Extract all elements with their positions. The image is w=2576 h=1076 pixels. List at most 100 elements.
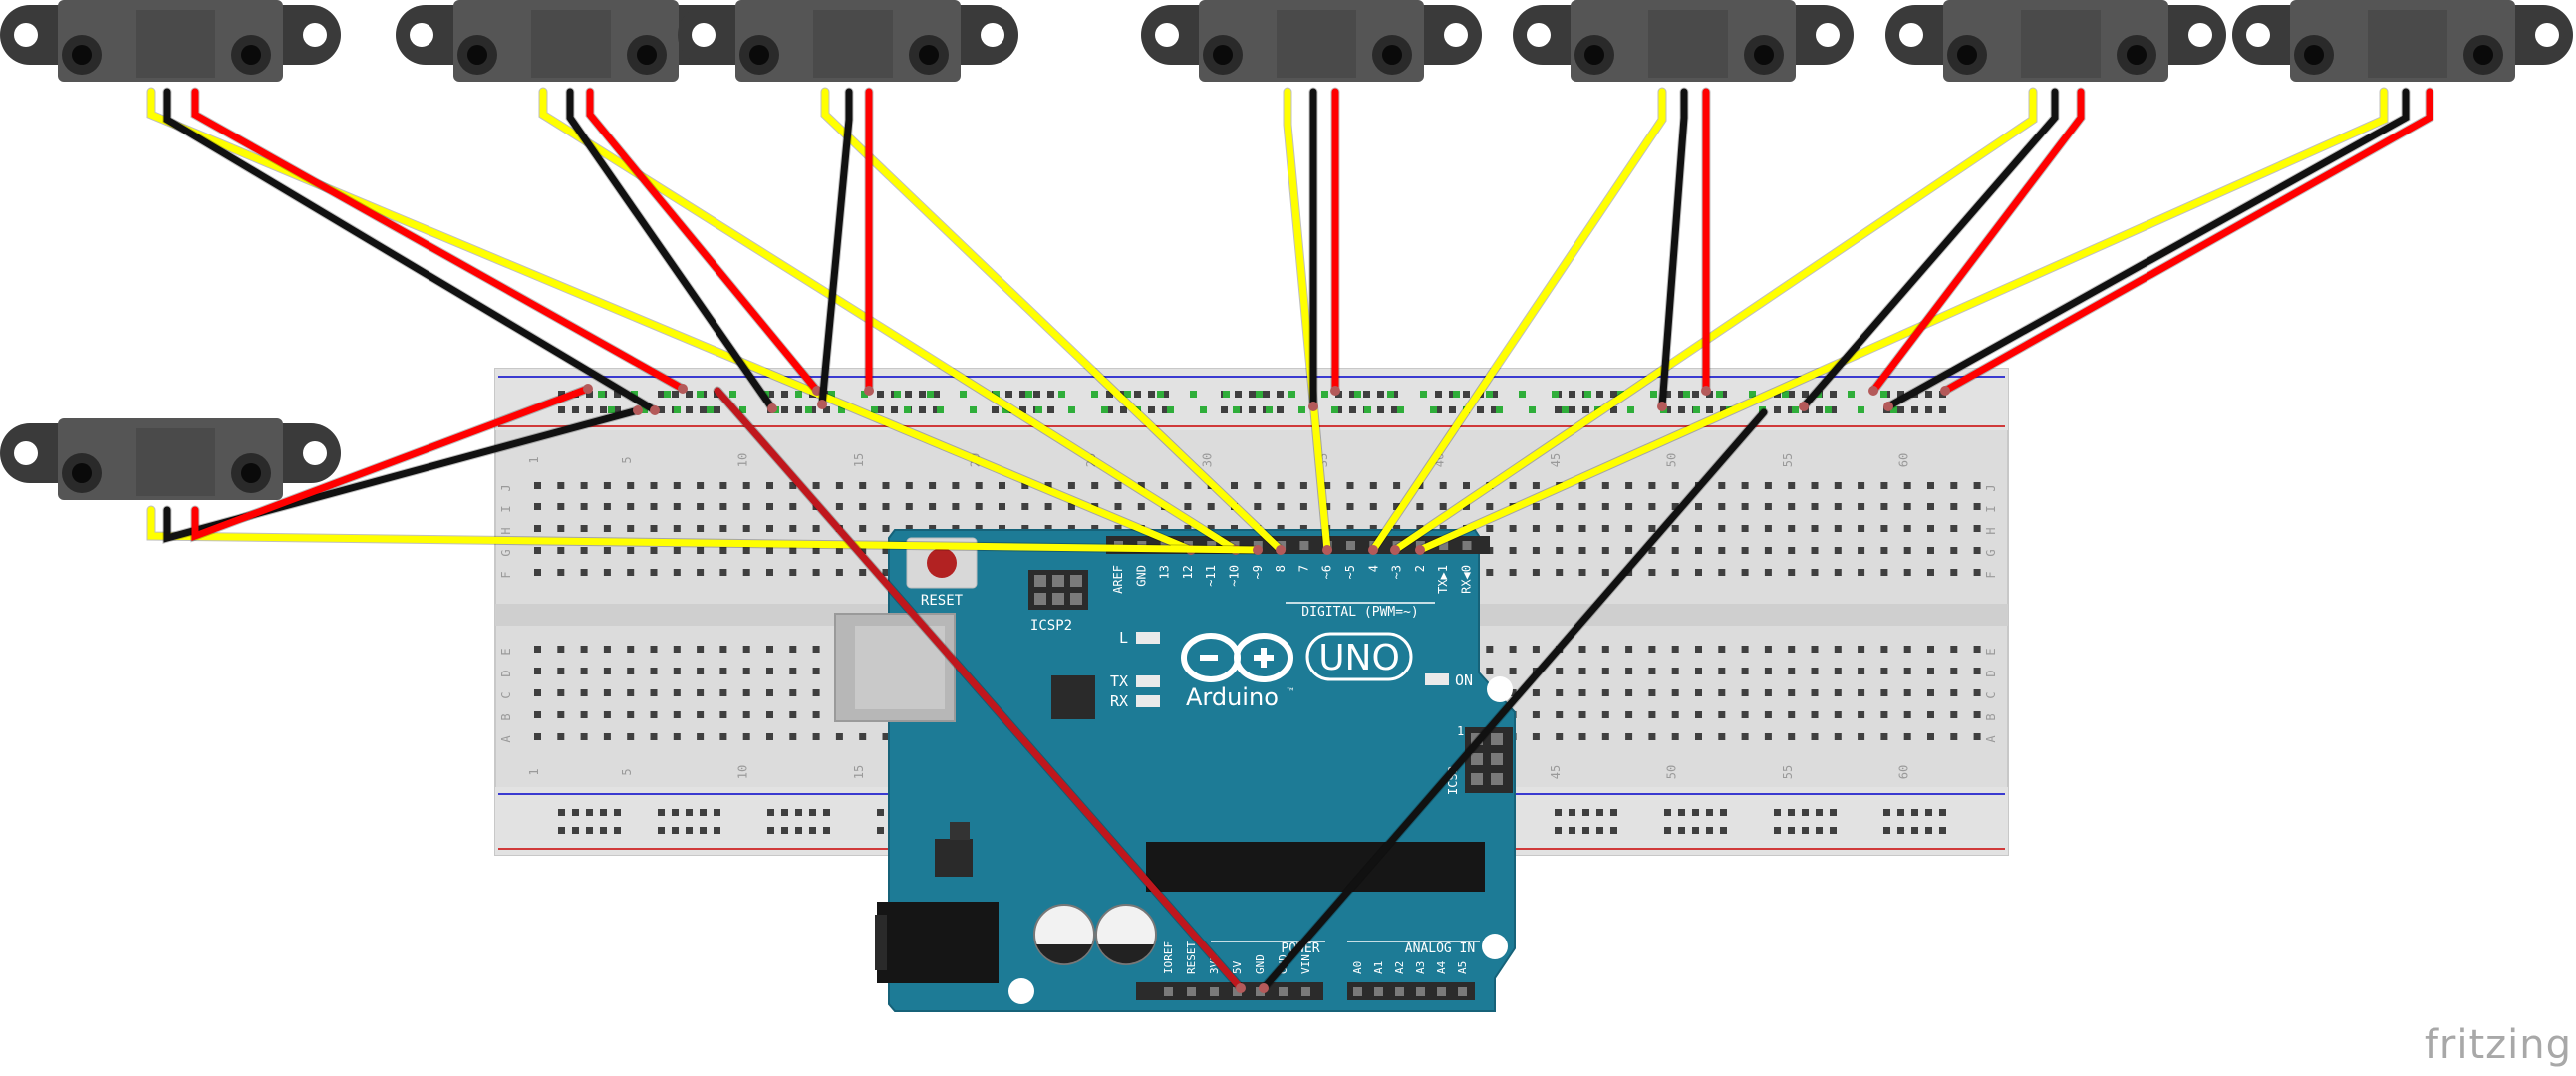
mount-hole xyxy=(1527,23,1551,47)
ground-wire-black[interactable] xyxy=(817,87,854,409)
analog-pin-label: A4 xyxy=(1435,960,1448,974)
board-5v-wire-red[interactable] xyxy=(713,386,1246,993)
digital-pin[interactable] xyxy=(1346,541,1355,550)
signal-wire-yellow[interactable] xyxy=(820,87,1286,555)
analog-header xyxy=(1347,982,1475,1000)
mount-hole xyxy=(981,23,1004,47)
power-wire-red[interactable] xyxy=(1868,87,2086,396)
mount-hole xyxy=(2535,23,2559,47)
column-number-label: 60 xyxy=(1897,453,1911,467)
analog-pin[interactable] xyxy=(1374,987,1383,996)
row-letter-label: G xyxy=(499,549,513,556)
column-number-label: 1 xyxy=(527,768,541,775)
arduino-logo-icon xyxy=(1181,633,1293,682)
digital-pin-label: TX▶1 xyxy=(1436,565,1450,594)
power-wire-red[interactable] xyxy=(1940,87,2434,396)
ground-wire-black[interactable] xyxy=(1308,87,1318,411)
capacitor xyxy=(1033,904,1095,965)
analog-section-label: ANALOG IN xyxy=(1405,942,1475,956)
ir-sensor-4 xyxy=(1141,0,1482,82)
column-number-label: 55 xyxy=(1781,453,1795,467)
ground-wire-black[interactable] xyxy=(1657,87,1689,411)
digital-pin[interactable] xyxy=(1439,541,1449,550)
sensor-group xyxy=(0,0,2573,500)
digital-pin-label: 7 xyxy=(1296,565,1310,572)
led-tx-label: TX xyxy=(1110,672,1128,690)
led-l-label: L xyxy=(1119,629,1128,647)
signal-wire-yellow[interactable] xyxy=(1368,87,1667,555)
arduino-uno-board: RESET ICSP2 L TX RX ON UNO Arduino ™ xyxy=(834,529,1516,1012)
digital-pin-label: RX◀0 xyxy=(1460,565,1474,594)
power-pin-label: GND xyxy=(1254,954,1267,974)
power-pin[interactable] xyxy=(1187,987,1196,996)
ground-wire-black[interactable] xyxy=(1883,87,2411,411)
power-wire-red[interactable] xyxy=(1330,87,1340,396)
analog-pin-holes xyxy=(1353,987,1467,996)
row-letter-label: C xyxy=(499,691,513,698)
mount-hole xyxy=(1487,676,1513,702)
signal-wire-yellow[interactable] xyxy=(1415,87,2389,555)
digital-pin[interactable] xyxy=(1299,541,1309,550)
power-wire-red[interactable] xyxy=(190,384,593,543)
row-letter-label: E xyxy=(1984,648,1998,655)
reset-label: RESET xyxy=(921,593,964,609)
row-letter-label: A xyxy=(1984,735,1998,743)
ground-wire-black[interactable] xyxy=(162,87,660,415)
power-wire-red[interactable] xyxy=(1701,87,1711,396)
led-on-label: ON xyxy=(1455,672,1473,689)
analog-pin-label: A3 xyxy=(1414,961,1427,974)
power-wire-red[interactable] xyxy=(864,87,874,396)
analog-pin[interactable] xyxy=(1416,987,1425,996)
mount-hole xyxy=(1816,23,1840,47)
column-number-label: 10 xyxy=(736,765,750,779)
column-number-label: 55 xyxy=(1781,765,1795,779)
power-pin[interactable] xyxy=(1210,987,1219,996)
ground-wire-black[interactable] xyxy=(162,405,643,544)
mount-hole xyxy=(14,23,38,47)
ir-sensor-2 xyxy=(396,0,736,82)
capacitor xyxy=(1095,904,1157,965)
led-l xyxy=(1136,632,1160,644)
digital-pin[interactable] xyxy=(1462,541,1472,550)
analog-pin-label: A2 xyxy=(1393,961,1406,974)
ground-wire-black[interactable] xyxy=(565,87,777,413)
power-wire-red[interactable] xyxy=(190,87,688,394)
trademark: ™ xyxy=(1286,687,1295,698)
mount-hole xyxy=(1482,934,1508,959)
power-header xyxy=(1136,982,1323,1000)
analog-pin[interactable] xyxy=(1395,987,1404,996)
row-letter-label: I xyxy=(1984,505,1998,512)
led-tx xyxy=(1136,675,1160,687)
analog-pin[interactable] xyxy=(1437,987,1446,996)
power-pin[interactable] xyxy=(1164,987,1173,996)
row-letter-label: C xyxy=(1984,691,1998,698)
column-number-label: 30 xyxy=(1201,453,1215,467)
signal-wire-yellow[interactable] xyxy=(146,505,1263,555)
uno-badge xyxy=(1305,632,1413,681)
reset-button-cap[interactable] xyxy=(927,548,957,578)
power-wire-red[interactable] xyxy=(585,87,822,396)
power-pin[interactable] xyxy=(1279,987,1288,996)
column-number-label: 50 xyxy=(1665,765,1679,779)
signal-wire-yellow[interactable] xyxy=(1390,87,2038,555)
row-letter-label: J xyxy=(1984,484,1998,491)
digital-pin-label: 2 xyxy=(1413,565,1427,572)
digital-pin-label: ~11 xyxy=(1204,565,1218,587)
analog-pin[interactable] xyxy=(1458,987,1467,996)
row-letter-label: H xyxy=(1984,527,1998,534)
digital-pin[interactable] xyxy=(1207,541,1217,550)
analog-pin[interactable] xyxy=(1353,987,1362,996)
digital-pin-label: GND xyxy=(1134,565,1148,587)
power-pin-label: IOREF xyxy=(1162,942,1175,974)
ir-sensor-8 xyxy=(0,418,341,500)
ground-wire-black[interactable] xyxy=(1799,87,2060,411)
power-pin[interactable] xyxy=(1301,987,1310,996)
icsp-pin1-label: 1 xyxy=(1457,724,1464,738)
column-number-label: 5 xyxy=(620,768,634,775)
row-letter-label: E xyxy=(499,648,513,655)
board-gnd-wire-black[interactable] xyxy=(1259,407,1769,993)
row-letter-label: B xyxy=(499,713,513,720)
digital-pin-label: 13 xyxy=(1158,565,1172,579)
row-letter-label: D xyxy=(499,670,513,676)
